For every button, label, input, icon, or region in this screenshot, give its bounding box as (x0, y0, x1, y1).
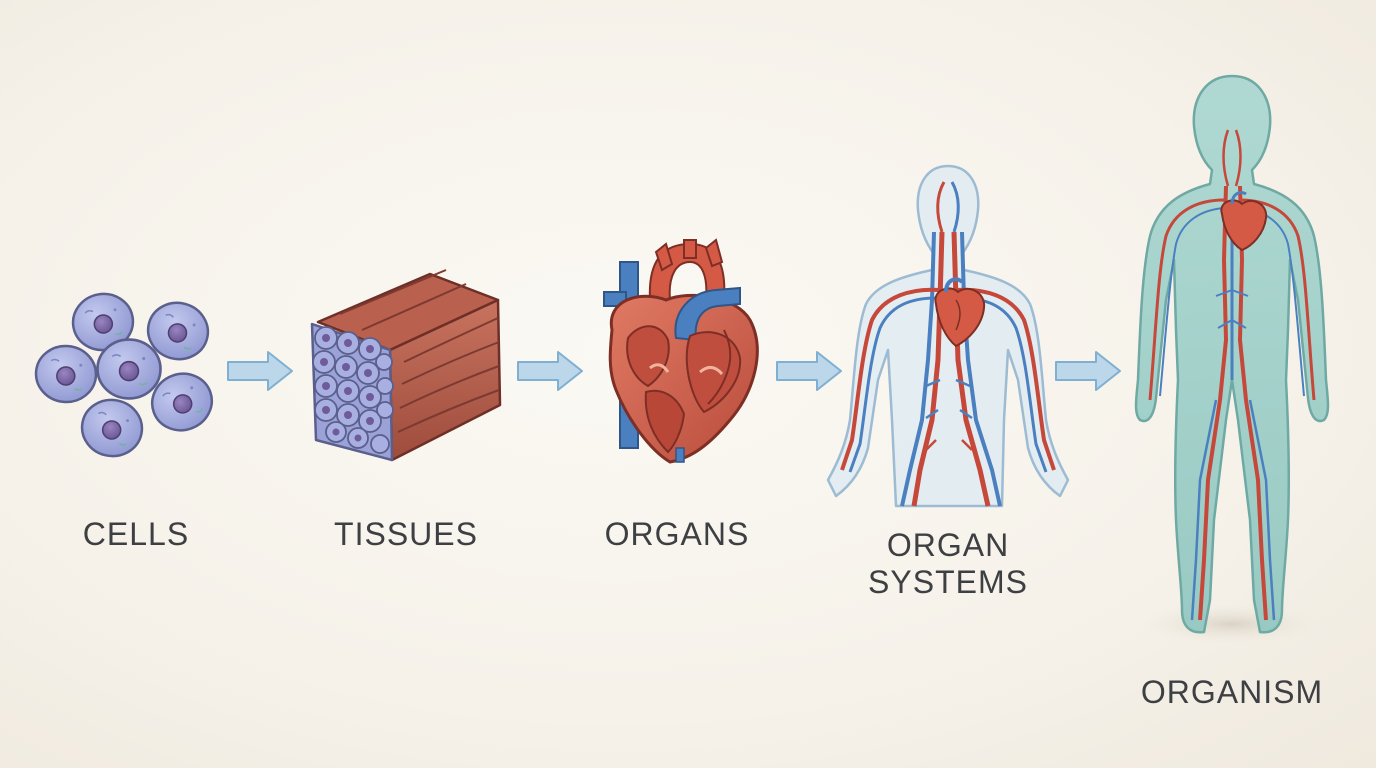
stage-label-tissues: TISSUES (334, 516, 478, 552)
arrow-right-icon (517, 351, 583, 391)
stage-label-organism: ORGANISM (1140, 674, 1324, 710)
cell-cluster-icon (32, 287, 222, 463)
stage-label-organ-systems-line2: SYSTEMS (868, 564, 1028, 600)
stage-label-organs: ORGANS (604, 516, 750, 552)
arrow-right-icon (227, 351, 293, 391)
circulatory-system-icon (826, 164, 1070, 508)
human-organism-icon (1134, 74, 1330, 644)
muscle-tissue-icon (310, 269, 502, 462)
heart-icon (603, 238, 759, 464)
stage-label-organ-systems-line1: ORGAN (886, 527, 1010, 563)
arrow-right-icon (776, 351, 842, 391)
stage-label-organ-systems: ORGAN SYSTEMS (848, 527, 1048, 601)
stage-label-cells: CELLS (82, 516, 190, 552)
arrow-right-icon (1055, 351, 1121, 391)
